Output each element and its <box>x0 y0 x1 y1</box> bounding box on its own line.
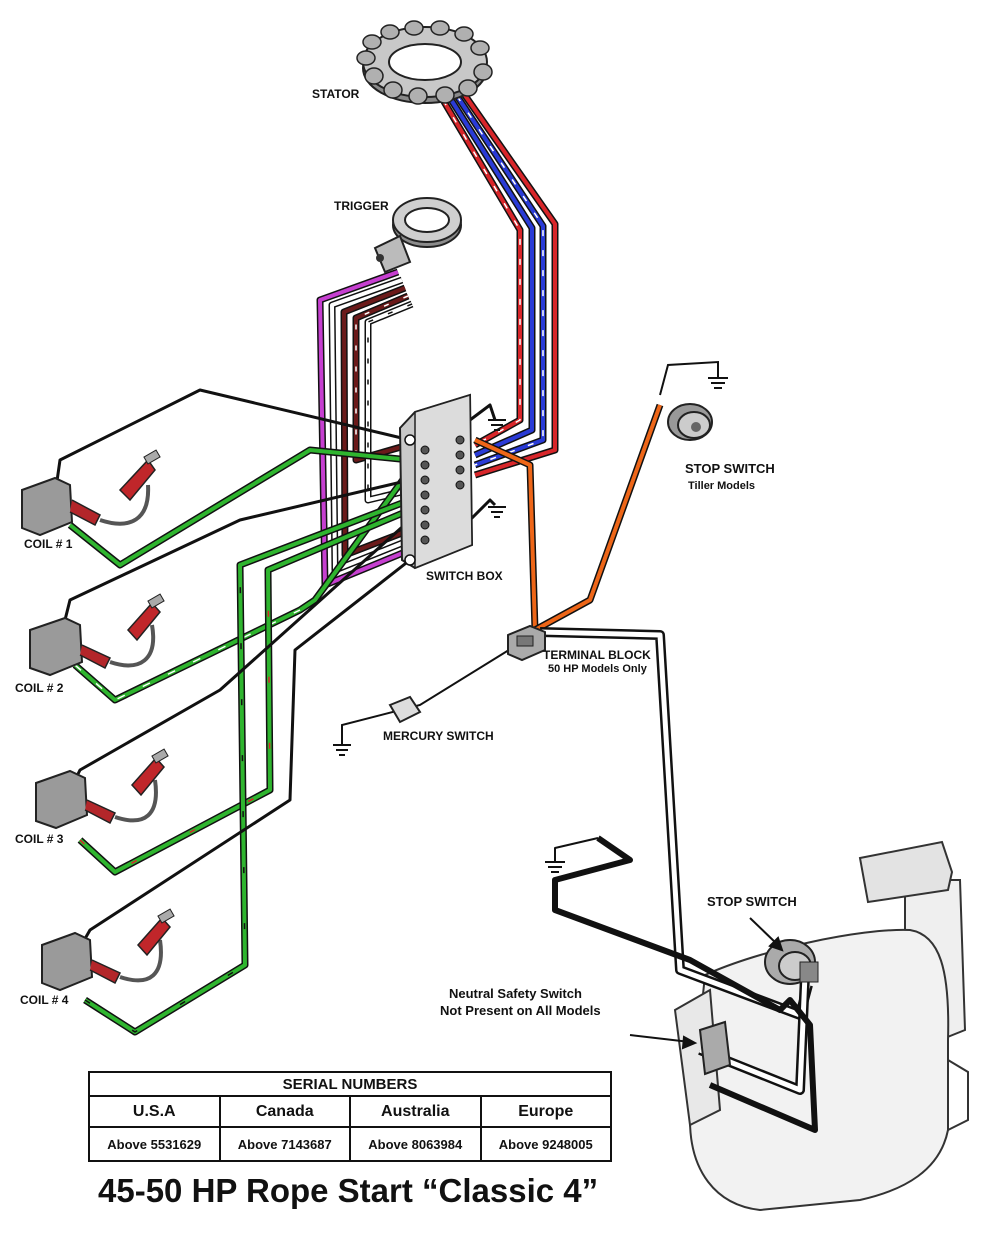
ground-icon <box>488 506 506 518</box>
coil4-label: COIL # 4 <box>20 993 69 1007</box>
page-title: 45-50 HP Rope Start “Classic 4” <box>98 1172 599 1209</box>
serial-value: Above 5531629 <box>88 1126 221 1162</box>
serial-column-header: Canada <box>218 1095 351 1128</box>
misc-wires <box>341 360 719 745</box>
ground-icon <box>488 419 506 431</box>
coil3-label: COIL # 3 <box>15 832 64 846</box>
terminal-block-sub-label: 50 HP Models Only <box>548 663 648 675</box>
serial-numbers-table: SERIAL NUMBERS U.S.A Canada Australia Eu… <box>88 1071 612 1162</box>
serial-column-header: Europe <box>479 1095 612 1128</box>
stator-label: STATOR <box>312 87 360 101</box>
ignition-coil-4 <box>41 908 175 992</box>
ground-icon <box>545 861 565 873</box>
terminal-block <box>507 624 546 662</box>
neutral-safety-switch <box>698 1020 732 1076</box>
neutral-switch-label-2: Not Present on All Models <box>440 1003 601 1018</box>
stator <box>356 20 493 105</box>
mercury-switch <box>388 695 422 724</box>
coil1-label: COIL # 1 <box>24 537 73 551</box>
switch-box <box>398 393 474 570</box>
ignition-coil-1 <box>21 449 161 537</box>
tiller-stop-switch-label: STOP SWITCH <box>685 461 775 476</box>
remote-stop-switch-label: STOP SWITCH <box>707 894 797 909</box>
coil2-label: COIL # 2 <box>15 681 64 695</box>
mercury-switch-label: MERCURY SWITCH <box>383 729 494 743</box>
ground-symbols <box>333 377 728 873</box>
neutral-switch-label-1: Neutral Safety Switch <box>449 986 582 1001</box>
coil-primary-wires <box>67 446 413 1036</box>
serial-value: Above 7143687 <box>218 1126 351 1162</box>
trigger <box>373 197 462 274</box>
remote-stop-switch <box>764 939 819 985</box>
tiller-stop-switch <box>667 403 713 441</box>
orange-wires <box>473 403 664 634</box>
terminal-block-label: TERMINAL BLOCK <box>543 648 651 662</box>
ignition-coil-2 <box>29 593 165 677</box>
ground-icon <box>708 377 728 389</box>
serial-column-header: U.S.A <box>88 1095 221 1128</box>
ground-icon <box>333 744 351 756</box>
ignition-coil-3 <box>35 748 169 830</box>
serial-column-header: Australia <box>349 1095 482 1128</box>
trigger-label: TRIGGER <box>334 199 389 213</box>
stop-wires <box>539 627 818 1133</box>
tiller-models-label: Tiller Models <box>688 480 755 492</box>
switch-box-label: SWITCH BOX <box>426 569 503 583</box>
serial-value: Above 8063984 <box>349 1126 482 1162</box>
serial-value: Above 9248005 <box>479 1126 612 1162</box>
serial-table-title: SERIAL NUMBERS <box>88 1071 612 1097</box>
arrows <box>629 917 784 1050</box>
